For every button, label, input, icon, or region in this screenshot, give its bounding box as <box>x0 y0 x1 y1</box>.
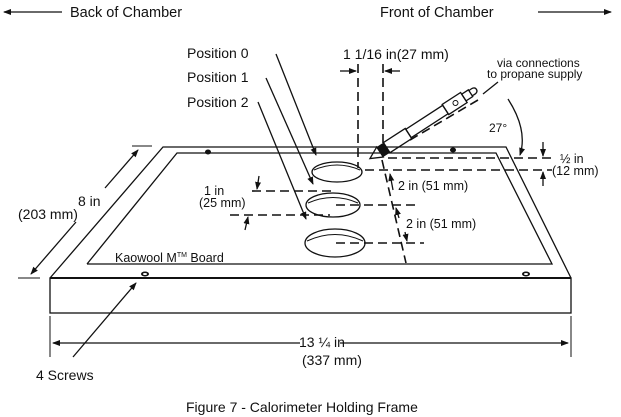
screw-icon <box>205 149 211 155</box>
burner-offset-dimension: 1 1/16 in(27 mm) <box>343 46 449 62</box>
propane-label-line1: via connections <box>497 56 580 70</box>
angle-label: 27° <box>489 121 507 135</box>
hole-position-0 <box>311 161 363 183</box>
two-inch-label-1: 2 in (51 mm) <box>398 179 468 193</box>
screws-label: 4 Screws <box>36 367 94 383</box>
screws-leader-line <box>72 282 137 358</box>
depth-in-label: 8 in <box>78 193 101 209</box>
half-inch-dimension-lines <box>365 142 552 186</box>
half-inch-mm-label: (12 mm) <box>552 164 599 178</box>
width-mm-label: (337 mm) <box>302 352 362 368</box>
screw-icon <box>522 271 530 277</box>
screw-icon <box>141 271 149 277</box>
position-1-label: Position 1 <box>187 69 249 85</box>
depth-dimension-lines <box>18 145 152 279</box>
propane-label-line2: to propane supply <box>487 67 582 81</box>
two-inch-arrows <box>388 173 409 242</box>
hole-position-1 <box>305 192 361 218</box>
width-dimension-lines <box>49 316 572 357</box>
position-2-label: Position 2 <box>187 94 249 110</box>
one-inch-dimension-lines <box>230 175 336 231</box>
width-in-label: 13 ¼ in <box>299 334 345 350</box>
one-inch-label: 1 in <box>204 184 224 198</box>
back-of-chamber-label: Back of Chamber <box>70 5 182 21</box>
depth-mm-label: (203 mm) <box>18 206 78 222</box>
screw-icon <box>450 147 456 153</box>
two-inch-label-2: 2 in (51 mm) <box>406 217 476 231</box>
half-inch-label: ½ in <box>560 152 584 166</box>
propane-leader-line <box>482 81 499 95</box>
front-of-chamber-label: Front of Chamber <box>380 5 494 21</box>
frame-outline <box>49 146 572 314</box>
position-0-label: Position 0 <box>187 45 249 61</box>
one-inch-mm-label: (25 mm) <box>199 196 246 210</box>
burner-offset-lines <box>340 64 400 168</box>
angle-arc <box>507 98 525 156</box>
board-label: Kaowool MTM Board <box>115 251 224 265</box>
figure-caption: Figure 7 - Calorimeter Holding Frame <box>186 399 418 415</box>
burner-icon <box>368 87 478 160</box>
hole-centerline <box>381 159 407 264</box>
position-leaders <box>257 53 317 220</box>
